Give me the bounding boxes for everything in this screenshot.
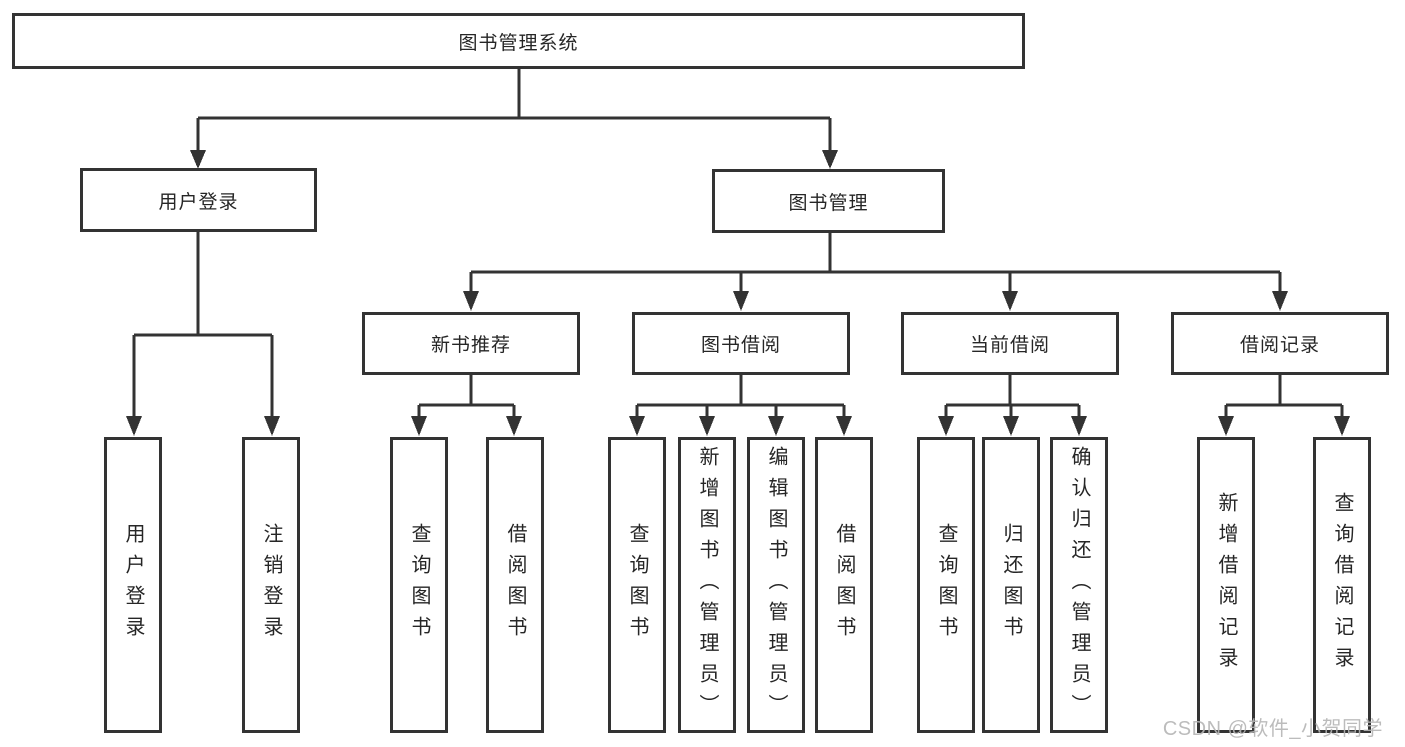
leaf-edit-book-admin: 编辑图书（管理员） bbox=[747, 437, 805, 733]
node-label: 新书推荐 bbox=[430, 335, 511, 356]
csdn-watermark: CSDN @软件_小贺同学 bbox=[1162, 718, 1383, 740]
connector-book-management bbox=[469, 233, 1282, 293]
leaf-add-book-admin: 新增图书（管理员） bbox=[678, 437, 736, 733]
arrowhead bbox=[463, 291, 479, 311]
leaf-label: 查询图书 bbox=[935, 523, 957, 647]
node-label: 图书借阅 bbox=[700, 335, 781, 356]
connector-current-borrow bbox=[944, 375, 1081, 418]
arrowhead bbox=[1002, 291, 1018, 311]
node-label: 图书管理 bbox=[788, 192, 869, 214]
node-library-system: 图书管理系统 bbox=[12, 13, 1025, 69]
node-label: 借阅记录 bbox=[1239, 335, 1320, 356]
arrowhead bbox=[1003, 416, 1019, 436]
node-book-management: 图书管理 bbox=[712, 169, 945, 233]
arrowhead bbox=[1218, 416, 1234, 436]
arrowhead bbox=[126, 416, 142, 436]
leaf-label: 借阅图书 bbox=[504, 523, 526, 647]
leaf-borrow-books: 借阅图书 bbox=[486, 437, 544, 733]
leaf-label: 新增图书（管理员） bbox=[696, 445, 718, 725]
arrowhead bbox=[264, 416, 280, 436]
arrowhead bbox=[190, 150, 206, 169]
leaf-return-book: 归还图书 bbox=[982, 437, 1040, 733]
node-user-login: 用户登录 bbox=[80, 168, 317, 232]
node-label: 用户登录 bbox=[158, 191, 239, 213]
leaf-query-books: 查询图书 bbox=[390, 437, 448, 733]
leaf-confirm-return-admin: 确认归还（管理员） bbox=[1050, 437, 1108, 733]
arrowhead bbox=[506, 416, 522, 436]
node-book-borrow: 图书借阅 bbox=[632, 312, 850, 375]
leaf-user-login: 用户登录 bbox=[104, 437, 162, 733]
arrowhead bbox=[1272, 291, 1288, 311]
connector-root bbox=[196, 68, 832, 152]
leaf-label: 查询图书 bbox=[626, 523, 648, 647]
connector-book-borrow bbox=[635, 375, 846, 418]
arrowhead bbox=[1071, 416, 1087, 436]
arrowhead bbox=[1334, 416, 1350, 436]
node-label: 当前借阅 bbox=[969, 335, 1050, 356]
leaf-label: 查询图书 bbox=[408, 523, 430, 647]
node-borrow-records: 借阅记录 bbox=[1171, 312, 1389, 375]
arrowhead bbox=[629, 416, 645, 436]
leaf-label: 查询借阅记录 bbox=[1331, 492, 1353, 678]
leaf-label: 归还图书 bbox=[1000, 523, 1022, 647]
connector-user-login bbox=[132, 232, 274, 418]
leaf-query-books: 查询图书 bbox=[608, 437, 666, 733]
leaf-label: 注销登录 bbox=[260, 523, 282, 647]
node-current-borrow: 当前借阅 bbox=[901, 312, 1119, 375]
connector-borrow-records bbox=[1224, 375, 1344, 418]
leaf-query-borrow-record: 查询借阅记录 bbox=[1313, 437, 1371, 733]
leaf-label: 新增借阅记录 bbox=[1215, 492, 1237, 678]
node-label: 图书管理系统 bbox=[458, 32, 579, 54]
arrowhead bbox=[699, 416, 715, 436]
leaf-add-borrow-record: 新增借阅记录 bbox=[1197, 437, 1255, 733]
node-new-book-recommend: 新书推荐 bbox=[362, 312, 580, 375]
arrowhead bbox=[836, 416, 852, 436]
connector-new-book-recommend bbox=[417, 375, 516, 418]
arrowhead bbox=[733, 291, 749, 311]
leaf-borrow-books: 借阅图书 bbox=[815, 437, 873, 733]
leaf-label: 编辑图书（管理员） bbox=[765, 445, 787, 725]
arrowhead bbox=[768, 416, 784, 436]
leaf-label: 借阅图书 bbox=[833, 523, 855, 647]
leaf-label: 确认归还（管理员） bbox=[1068, 445, 1090, 725]
arrowhead bbox=[938, 416, 954, 436]
leaf-query-books: 查询图书 bbox=[917, 437, 975, 733]
arrowhead bbox=[411, 416, 427, 436]
leaf-logout: 注销登录 bbox=[242, 437, 300, 733]
arrowhead bbox=[822, 150, 838, 169]
leaf-label: 用户登录 bbox=[122, 523, 144, 647]
